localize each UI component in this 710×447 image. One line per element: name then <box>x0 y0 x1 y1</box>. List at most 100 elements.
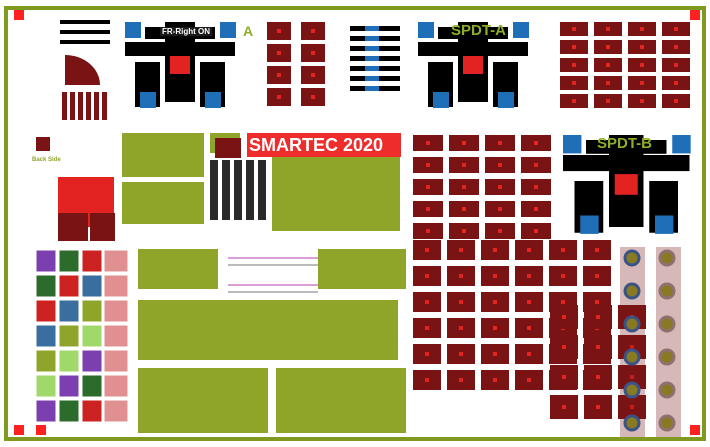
switch-cell-via <box>606 45 610 49</box>
strip-pad <box>365 66 379 71</box>
test-array-tile <box>81 374 103 398</box>
test-array-tile <box>58 399 80 423</box>
filter-cell-via <box>493 378 497 382</box>
green-circuit-board <box>138 368 268 433</box>
corner-marker <box>690 10 700 20</box>
switch-cell-via <box>311 95 315 99</box>
spdt-b-switch-junction <box>614 174 638 195</box>
test-array-tile <box>58 374 80 398</box>
blue-pad <box>498 92 514 108</box>
smartec-banner: SMARTEC 2020 <box>247 133 401 157</box>
corner-marker <box>690 425 700 435</box>
filter-cell-via <box>595 248 599 252</box>
filter-cell-via <box>596 405 600 409</box>
blue-pad <box>433 92 449 108</box>
filter-cell-via <box>562 315 566 319</box>
test-array-tile <box>35 349 57 373</box>
green-circuit-board <box>122 182 204 224</box>
filter-cell-via <box>498 185 502 189</box>
filter-cell-via <box>493 326 497 330</box>
bias-line <box>222 160 230 220</box>
switch-cell-via <box>674 63 678 67</box>
filter-cell-via <box>498 163 502 167</box>
finger-line <box>78 92 83 120</box>
test-array-tile <box>58 299 80 323</box>
ring-pad <box>658 315 676 333</box>
filter-cell-via <box>595 274 599 278</box>
switch-cell-via <box>640 81 644 85</box>
test-array-tile <box>35 324 57 348</box>
filter-cell-via <box>527 378 531 382</box>
test-array-tile <box>103 399 129 423</box>
filter-cell-via <box>596 375 600 379</box>
filter-cell-via <box>527 248 531 252</box>
test-array-tile <box>35 274 57 298</box>
spdt-a-switch <box>438 27 508 39</box>
filter-cell-via <box>561 274 565 278</box>
filter-cell-via <box>459 300 463 304</box>
corner-marker <box>14 425 24 435</box>
ring-pad <box>658 348 676 366</box>
green-circuit-board <box>138 300 398 360</box>
green-circuit-board <box>138 249 218 289</box>
filter-cell-via <box>562 375 566 379</box>
filter-cell-via <box>426 185 430 189</box>
back-side-label: Back Side <box>32 157 61 163</box>
test-array-tile <box>103 274 129 298</box>
ring-pad <box>623 315 641 333</box>
alignment-bar <box>60 40 110 44</box>
fr-right-label: FR-Right ON <box>160 27 212 36</box>
backside-block <box>90 213 115 241</box>
test-array-tile <box>103 324 129 348</box>
switch-cell-via <box>606 99 610 103</box>
spdt-b-label: SPDT-B <box>597 135 653 152</box>
filter-cell-via <box>459 248 463 252</box>
filter-cell-via <box>534 207 538 211</box>
filter-cell-via <box>527 300 531 304</box>
test-array-tile <box>103 299 129 323</box>
switch-cell-via <box>606 27 610 31</box>
filter-cell-via <box>596 345 600 349</box>
strip-pad <box>365 26 379 31</box>
green-circuit-board <box>276 368 406 433</box>
switch-cell-via <box>674 27 678 31</box>
filter-cell-via <box>562 345 566 349</box>
test-array-tile <box>58 349 80 373</box>
filter-cell-via <box>426 141 430 145</box>
switch-cell-via <box>606 63 610 67</box>
switch-cell-via <box>277 29 281 33</box>
switch-cell-via <box>606 81 610 85</box>
filter-cell-via <box>534 163 538 167</box>
filter-cell-via <box>459 352 463 356</box>
blue-pad <box>655 215 674 234</box>
finger-line <box>94 92 99 120</box>
switch-cell-via <box>277 51 281 55</box>
filter-cell-via <box>459 378 463 382</box>
ring-pad <box>623 381 641 399</box>
test-array-tile <box>58 249 80 273</box>
bend-structure <box>65 55 100 85</box>
green-circuit-board <box>318 249 406 289</box>
strip-pad <box>365 46 379 51</box>
blue-pad <box>418 22 434 38</box>
switch-cell-via <box>311 73 315 77</box>
ring-pad <box>658 414 676 432</box>
test-array-tile <box>58 274 80 298</box>
test-array-tile <box>81 324 103 348</box>
test-array-tile <box>81 399 103 423</box>
switch-cell-via <box>674 81 678 85</box>
ring-pad <box>658 381 676 399</box>
test-array-tile <box>103 374 129 398</box>
ring-pad <box>658 282 676 300</box>
filter-cell-via <box>630 375 634 379</box>
green-circuit-board <box>272 157 400 231</box>
test-array-tile <box>58 324 80 348</box>
blue-pad <box>205 92 221 108</box>
blue-pad <box>672 135 691 154</box>
test-array-tile <box>35 249 57 273</box>
filter-cell-via <box>425 248 429 252</box>
switch-cell-via <box>674 99 678 103</box>
filter-cell-via <box>462 185 466 189</box>
filter-cell-via <box>462 141 466 145</box>
